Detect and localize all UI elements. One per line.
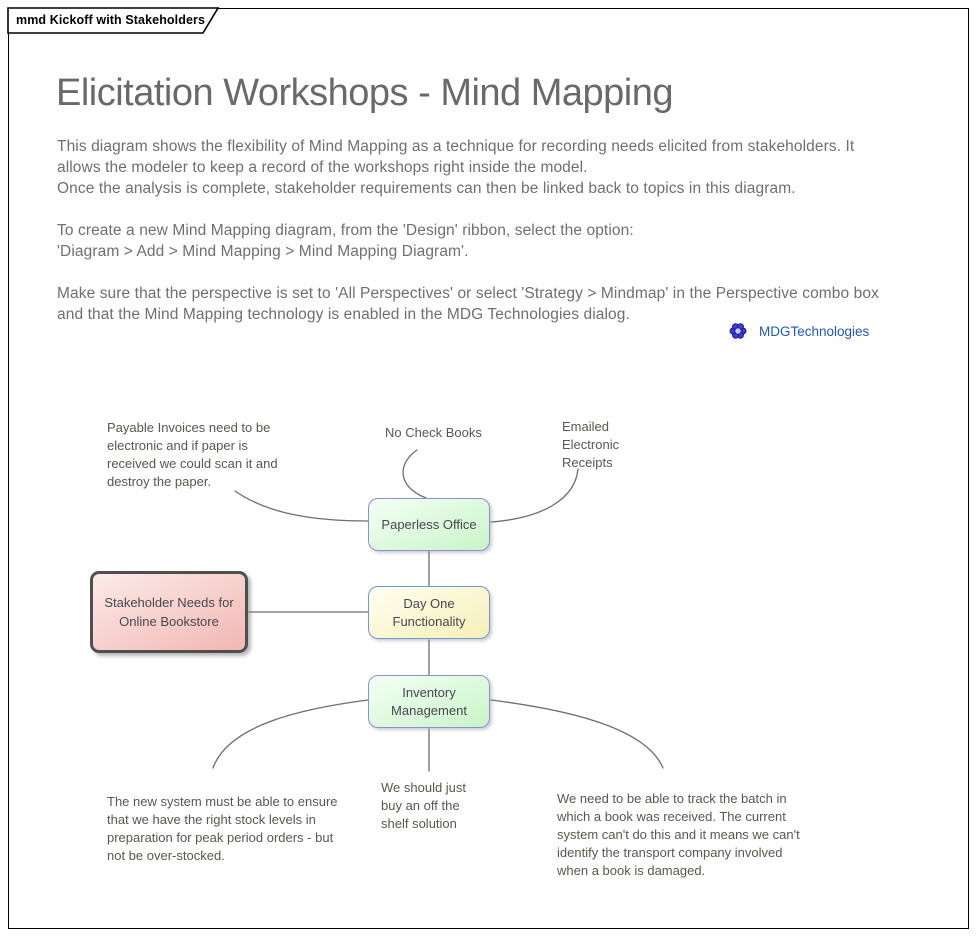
connector-nocheck-to-paperless (402, 449, 427, 499)
note-payable-invoices[interactable]: Payable Invoices need to be electronic a… (107, 420, 278, 489)
diagram-tab-label[interactable]: mmd Kickoff with Stakeholders (16, 13, 206, 27)
connector-inventory-to-track (490, 699, 664, 769)
diagram-tab-shape[interactable] (7, 7, 220, 34)
node-stakeholder-needs[interactable]: Stakeholder Needs for Online Bookstore (90, 571, 248, 653)
description-paragraph-2: To create a new Mind Mapping diagram, fr… (57, 222, 634, 260)
node-inventory-management-label: Inventory Management (391, 684, 467, 718)
node-stakeholder-needs-label: Stakeholder Needs for Online Bookstore (104, 595, 234, 629)
mdg-technologies-label: MDGTechnologies (759, 323, 870, 339)
note-track-batch[interactable]: We need to be able to track the batch in… (557, 791, 800, 878)
connector-emailed-to-paperless (490, 468, 579, 523)
connector-inventory-to-stock (212, 699, 369, 769)
description-paragraph-3: Make sure that the perspective is set to… (57, 285, 879, 323)
diagram-frame (8, 8, 969, 929)
connector-payable-to-paperless (234, 490, 369, 522)
description-paragraph-1: This diagram shows the flexibility of Mi… (57, 138, 855, 197)
node-paperless-office[interactable]: Paperless Office (368, 498, 490, 551)
gear-icon (729, 323, 747, 339)
note-off-the-shelf[interactable]: We should just buy an off the shelf solu… (381, 780, 467, 831)
note-emailed-receipts[interactable]: Emailed Electronic Receipts (562, 419, 620, 470)
node-day-one-functionality-label: Day One Functionality (392, 595, 466, 629)
node-day-one-functionality[interactable]: Day One Functionality (368, 586, 490, 639)
node-paperless-office-label: Paperless Office (381, 516, 477, 532)
note-stock-levels[interactable]: The new system must be able to ensure th… (107, 794, 338, 863)
mdg-technologies-link[interactable]: MDGTechnologies (729, 322, 869, 340)
node-inventory-management[interactable]: Inventory Management (368, 675, 490, 728)
note-no-check-books[interactable]: No Check Books (385, 425, 482, 440)
page-title: Elicitation Workshops - Mind Mapping (56, 72, 674, 114)
